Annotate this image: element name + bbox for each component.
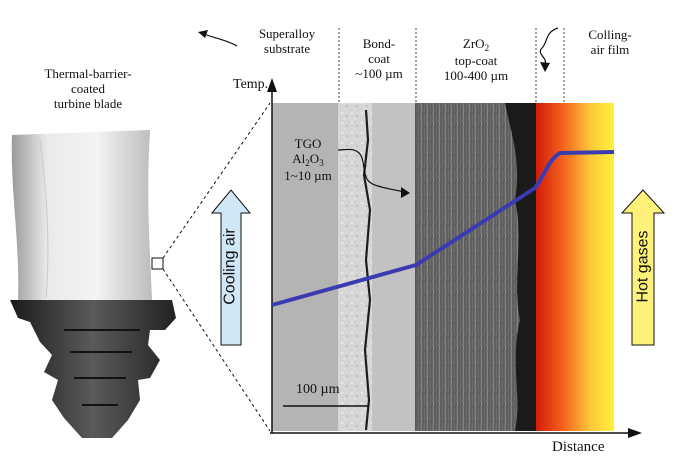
air-film-label-line-2: air film bbox=[590, 42, 630, 57]
substrate-label-line-1: Superalloy bbox=[258, 26, 316, 41]
bond-coat-label: Bond- coat ~100 µm bbox=[342, 36, 416, 81]
bond-coat-label-line-1: Bond- bbox=[362, 36, 396, 51]
tgo-label-line-3: 1~10 µm bbox=[284, 168, 332, 183]
substrate-pointer-arrowhead bbox=[198, 30, 208, 38]
leader-line-bottom bbox=[162, 268, 271, 432]
hot-gas-region bbox=[536, 103, 614, 431]
leader-line-top bbox=[162, 102, 271, 259]
y-axis-arrowhead bbox=[267, 78, 277, 92]
tgo-layer bbox=[362, 109, 372, 431]
zro-subscript: 2 bbox=[484, 43, 490, 53]
tgo-pointer-arrow bbox=[337, 148, 405, 193]
x-axis-label: Distance bbox=[552, 439, 605, 455]
top-coat-label: ZrO2 top-coat 100-400 µm bbox=[424, 36, 528, 83]
y-axis-label: Temp. bbox=[233, 77, 269, 92]
micrograph bbox=[272, 28, 614, 431]
tgo-label: TGO Al2O3 1~10 µm bbox=[276, 136, 340, 183]
air-film-label-line-1: Colling- bbox=[588, 27, 632, 42]
o-text: O bbox=[309, 151, 320, 166]
substrate-label-line-2: substrate bbox=[263, 41, 311, 56]
blade-title-line-2: coated bbox=[71, 81, 105, 96]
tgo-formula: Al2O3 bbox=[276, 151, 340, 168]
scale-bar-label: 100 µm bbox=[296, 382, 340, 397]
bond-coat-label-line-3: ~100 µm bbox=[355, 66, 403, 81]
hot-gases-arrow bbox=[620, 189, 666, 346]
air-film-pointer-arrow bbox=[539, 27, 559, 65]
top-coat-label-line-2: top-coat bbox=[454, 53, 498, 68]
top-coat-dark-edge bbox=[505, 103, 536, 431]
x-axis-arrowhead bbox=[628, 428, 642, 438]
bond-coat-label-line-2: coat bbox=[368, 51, 390, 66]
blade-title: Thermal-barrier- coated turbine blade bbox=[18, 66, 158, 111]
o-subscript: 3 bbox=[319, 158, 324, 168]
air-film-pointer-arrowhead bbox=[540, 62, 550, 72]
blade-title-line-3: turbine blade bbox=[53, 96, 123, 111]
superalloy-substrate-label: Superalloy substrate bbox=[248, 26, 326, 56]
top-coat-formula: ZrO2 bbox=[424, 36, 528, 53]
top-coat-region bbox=[416, 103, 536, 431]
substrate-pointer-arrow bbox=[203, 33, 238, 47]
substrate-region bbox=[272, 103, 338, 431]
cooling-air-arrow bbox=[210, 189, 252, 346]
air-film-label: Colling- air film bbox=[570, 27, 650, 57]
cooling-air-text: Cooling air bbox=[221, 228, 239, 305]
al-text: Al bbox=[292, 151, 306, 166]
tgo-label-line-1: TGO bbox=[294, 136, 322, 151]
al-subscript: 2 bbox=[305, 158, 310, 168]
top-coat-label-line-3: 100-400 µm bbox=[443, 68, 509, 83]
turbine-blade-image bbox=[10, 130, 176, 438]
temperature-curve bbox=[271, 150, 615, 307]
tgo-pointer-arrowhead bbox=[401, 187, 410, 198]
zro-text: ZrO bbox=[462, 36, 485, 51]
hot-gases-text: Hot gases bbox=[634, 230, 652, 303]
axes bbox=[267, 78, 642, 438]
inset-marker bbox=[151, 257, 164, 270]
blade-title-line-1: Thermal-barrier- bbox=[44, 66, 132, 81]
